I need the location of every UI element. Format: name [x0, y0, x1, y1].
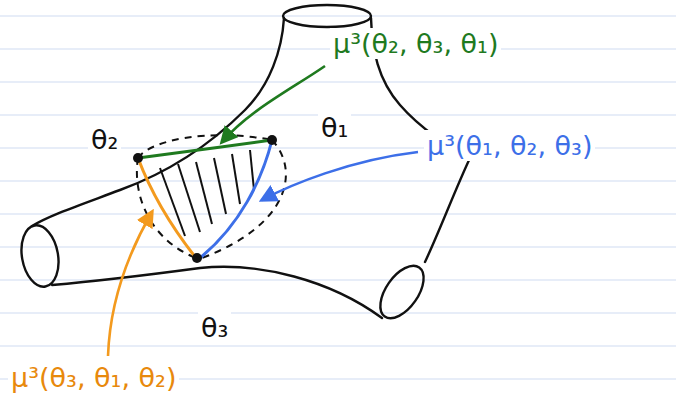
mu-label: μ³(θ₂, θ₃, θ₁)	[330, 28, 501, 59]
mu-label: μ³(θ₃, θ₁, θ₂)	[8, 362, 179, 393]
theta-label: θ₂	[88, 124, 121, 155]
theta-label: θ₁	[318, 112, 351, 143]
theta-label: θ₃	[198, 312, 231, 343]
mu-label: μ³(θ₁, θ₂, θ₃)	[424, 130, 595, 161]
